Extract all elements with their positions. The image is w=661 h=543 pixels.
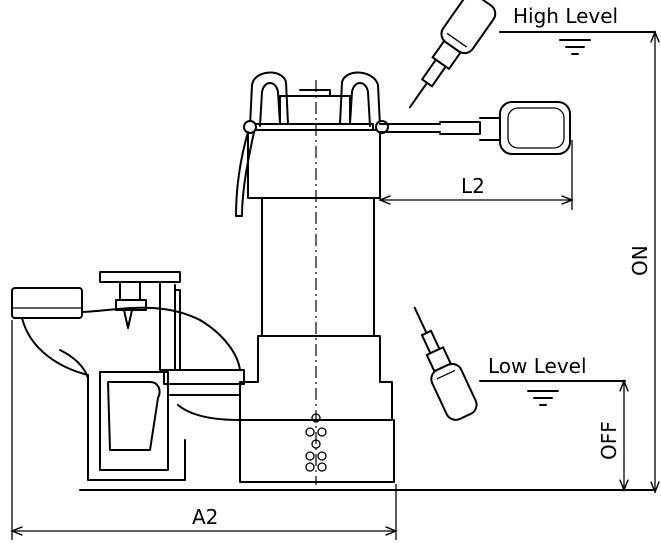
check-valve bbox=[99, 271, 245, 385]
low-level-marker bbox=[479, 380, 626, 406]
low-level-label: Low Level bbox=[488, 354, 587, 378]
a2-label: A2 bbox=[192, 505, 218, 529]
float-switch bbox=[379, 101, 571, 155]
impeller-holes bbox=[305, 413, 327, 472]
on-label: ON bbox=[628, 245, 652, 276]
float-low-level bbox=[413, 306, 478, 421]
dimension-l2 bbox=[380, 140, 572, 210]
discharge-elbow bbox=[11, 287, 241, 481]
float-high-level bbox=[408, 0, 497, 109]
power-cable bbox=[235, 131, 255, 217]
l2-label: L2 bbox=[461, 174, 485, 198]
off-label: OFF bbox=[597, 421, 621, 460]
dimension-a2 bbox=[12, 320, 396, 540]
pump-body bbox=[239, 89, 395, 483]
high-level-label: High Level bbox=[513, 4, 618, 28]
high-level-marker bbox=[499, 31, 656, 55]
